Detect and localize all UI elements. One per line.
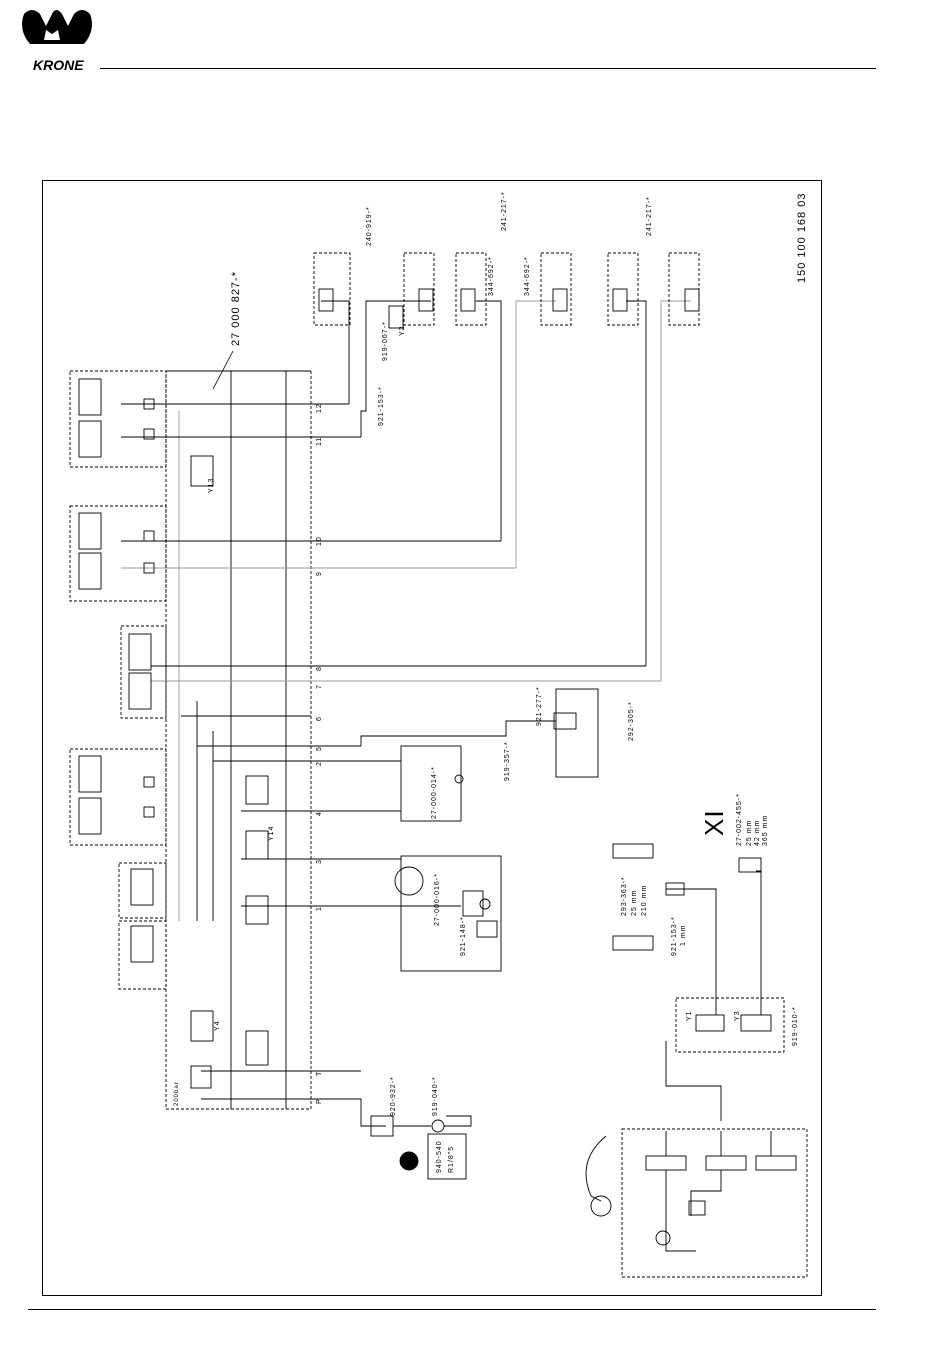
page-header: KRONE — [0, 0, 950, 80]
y4-label: Y4 — [214, 1020, 221, 1031]
port-T: T — [316, 1071, 323, 1076]
port-4: 4 — [316, 811, 323, 816]
cyl-sub2-label: 344-692-* — [524, 256, 531, 296]
cutter-part-label: 27-002-455-* — [736, 793, 743, 846]
cyl2-label: 241-217-* — [501, 191, 508, 231]
part-292305-label: 292-305-* — [628, 701, 635, 741]
port-9: 9 — [316, 571, 323, 576]
box-line2: R1/8"5 — [448, 1146, 455, 1173]
valve-919067-label: 919-067-* — [382, 321, 389, 361]
footer-rule — [28, 1309, 876, 1310]
pressure-label: 200bar — [174, 1081, 180, 1106]
port-1: 1 — [316, 906, 323, 911]
port-7: 7 — [316, 684, 323, 689]
port-10: 10 — [316, 536, 323, 546]
y3-label: Y3 — [734, 1010, 741, 1021]
part-293363-label: 293-363-* — [621, 876, 628, 916]
cutter-dim-2: 42 mm — [754, 820, 761, 846]
port-2: 2 — [316, 761, 323, 766]
valve-919010-label: 919-010-* — [792, 1006, 799, 1046]
port-5: 5 — [316, 746, 323, 751]
valve-921153b-label: 921-153-* — [671, 916, 678, 956]
y14-label: Y14 — [268, 826, 275, 841]
port-3: 3 — [316, 859, 323, 864]
port-12: 12 — [316, 403, 323, 413]
y1-label: Y1 — [686, 1010, 693, 1021]
valve-919357-label: 919-357-* — [504, 741, 511, 781]
hydraulic-diagram-frame: 27 000 827-* 240-919-* 241-217-* 241-217… — [42, 180, 822, 1296]
port-8: 8 — [316, 666, 323, 671]
cutter-number: XI — [699, 809, 729, 836]
krone-logo: KRONE — [22, 10, 92, 73]
motor-27000014-label: 27-000-014-* — [431, 766, 438, 819]
cyl3-label: 241-217-* — [646, 196, 653, 236]
box-line1: 940-540 — [436, 1140, 443, 1173]
cyl1-label: 240-919-* — [366, 206, 373, 246]
port-6: 6 — [316, 716, 323, 721]
header-rule — [100, 68, 876, 69]
part-293363-dim-1: 25 mm — [631, 890, 638, 916]
valve-921148-label: 921-148-* — [460, 916, 467, 956]
cutter-dim-1: 25 mm — [746, 820, 753, 846]
drawing-number: 150 100 168 03 — [796, 193, 808, 283]
cutter-dim-3: 365 mm — [762, 815, 769, 846]
port-11: 11 — [316, 437, 323, 446]
hydraulic-schematic: 27 000 827-* 240-919-* 241-217-* 241-217… — [69, 191, 808, 1278]
valve-921277-label: 921-277-* — [536, 686, 543, 726]
cyl-sub1-label: 344-692-* — [488, 256, 495, 296]
brand-wordmark: KRONE — [33, 57, 84, 73]
part-293363-dim-2: 210 mm — [641, 885, 648, 916]
port-P: P — [316, 1098, 323, 1104]
y2-label: Y2 — [399, 325, 406, 336]
valve-921153-label: 921-153-* — [378, 386, 385, 426]
main-valve-block — [165, 370, 312, 1110]
y13-label: Y13 — [208, 478, 215, 493]
main-block-label: 27 000 827-* — [230, 271, 242, 346]
motor-27000016-label: 27-000-016-* — [434, 873, 441, 926]
valve-921153b-dim: 1 mm — [680, 925, 687, 947]
valve-920932-label: 920-932-* — [390, 1076, 397, 1116]
valve-919040-label: 919-040-* — [432, 1076, 439, 1116]
